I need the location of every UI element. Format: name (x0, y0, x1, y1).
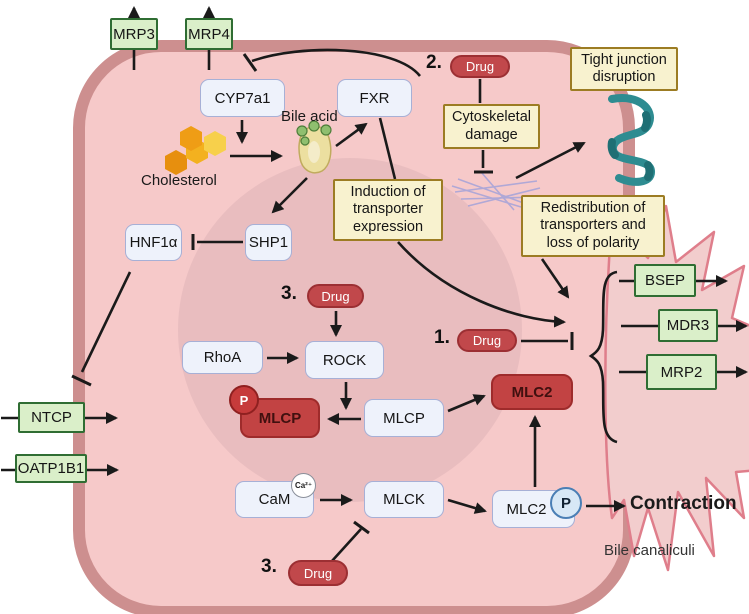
drug-pill-3-bottom: Drug (288, 560, 348, 586)
node-shp1: SHP1 (245, 224, 292, 261)
node-hnf1a: HNF1α (125, 224, 182, 261)
node-rock: ROCK (305, 341, 384, 379)
cholesterol-label: Cholesterol (141, 172, 217, 189)
transporter-mrp4: MRP4 (185, 18, 233, 50)
contraction-label: Contraction (630, 493, 737, 514)
node-mlck: MLCK (364, 481, 444, 518)
bile-acid-label: Bile acid (281, 108, 338, 125)
transporter-ntcp: NTCP (18, 402, 85, 433)
node-mlcp: MLCP (364, 399, 444, 437)
node-mlc2-active: MLC2 (491, 374, 573, 410)
drug-pill-3-top: Drug (307, 284, 364, 308)
transporter-oatp1b1: OATP1B1 (15, 454, 87, 483)
drug-pill-1: Drug (457, 329, 517, 352)
node-rhoa: RhoA (182, 341, 263, 374)
bile-acid-icon (296, 120, 332, 174)
transporter-mdr3: MDR3 (658, 309, 718, 342)
annotation-induction: Induction of transporter expression (333, 179, 443, 241)
step-3-number-bottom: 3. (261, 556, 277, 577)
step-3-number-top: 3. (281, 283, 297, 304)
step-2-number: 2. (426, 52, 442, 73)
step-1-number: 1. (434, 327, 450, 348)
annotation-cytoskeletal-damage: Cytoskeletal damage (443, 104, 540, 149)
annotation-tight-junction: Tight junction disruption (570, 47, 678, 91)
phosphate-badge-mlc2: P (550, 487, 582, 519)
phosphate-badge-mlcp: P (229, 385, 259, 415)
calcium-badge: Ca²⁺ (291, 473, 316, 498)
cytoskeleton-scribble (451, 171, 541, 211)
cholesterol-icon (165, 126, 226, 175)
node-fxr: FXR (337, 79, 412, 117)
transporter-mrp3: MRP3 (110, 18, 158, 50)
bile-canaliculi-label: Bile canaliculi (604, 542, 695, 559)
annotation-redistribution: Redistribution of transporters and loss … (521, 195, 665, 257)
transporter-mrp2: MRP2 (646, 354, 717, 390)
node-mlcp-phosphorylated: MLCP (240, 398, 320, 438)
node-cyp7a1: CYP7a1 (200, 79, 285, 117)
drug-pill-2: Drug (450, 55, 510, 78)
brace (588, 270, 618, 444)
tight-junction-icon (607, 94, 655, 186)
transporter-bsep: BSEP (634, 264, 696, 297)
